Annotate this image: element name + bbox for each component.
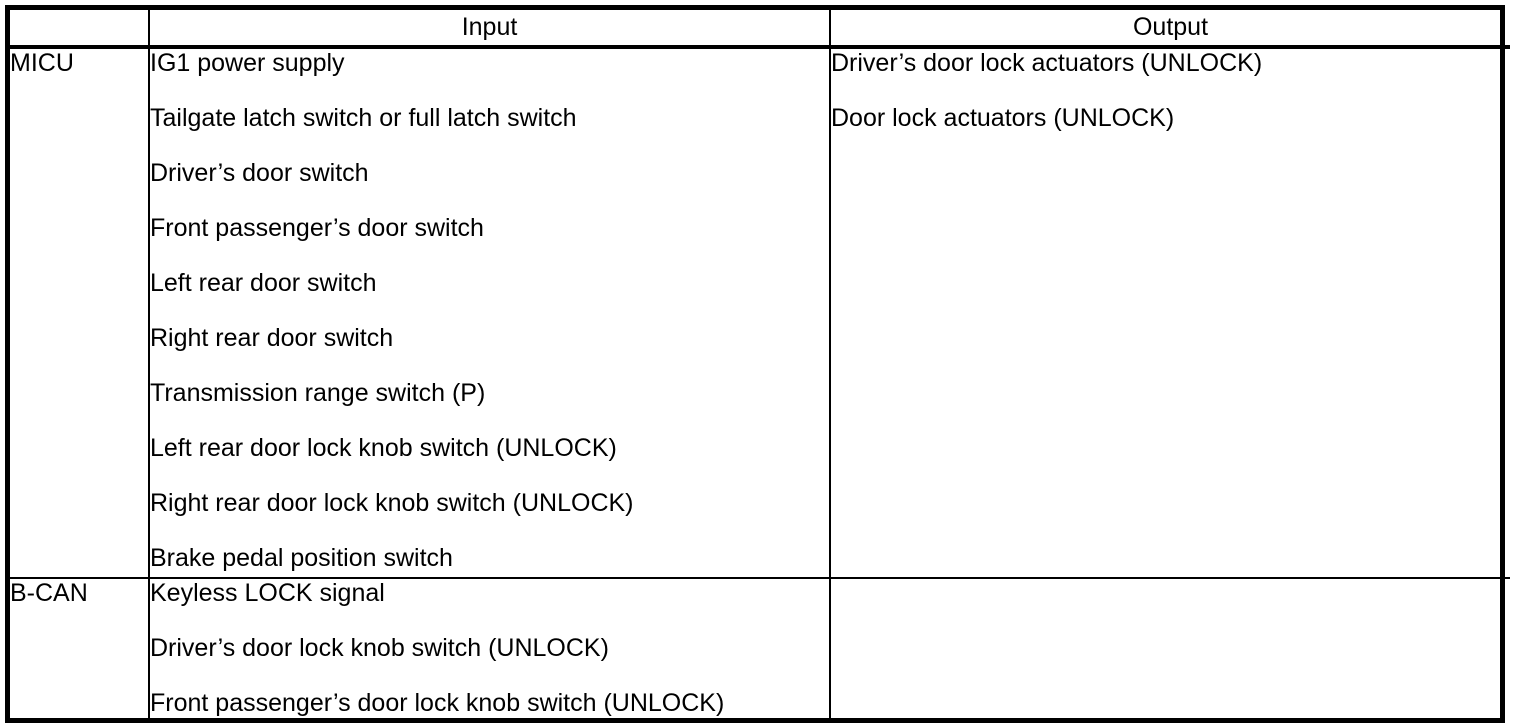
- output-list-bcan: [829, 576, 1510, 718]
- list-item: Driver’s door switch: [150, 159, 369, 187]
- list-item: Keyless LOCK signal: [150, 578, 385, 607]
- table-header: Input Output: [10, 10, 1510, 49]
- input-list-bcan: Keyless LOCK signal Driver’s door lock k…: [148, 576, 830, 718]
- list-item: Left rear door lock knob switch (UNLOCK): [150, 434, 617, 462]
- list-item: Right rear door switch: [150, 324, 394, 352]
- table-header-row: Input Output: [10, 10, 1510, 49]
- list-item: Left rear door switch: [150, 269, 377, 297]
- header-output: Output: [829, 10, 1510, 49]
- list-item: Driver’s door lock knob switch (UNLOCK): [150, 633, 609, 662]
- list-item: Right rear door lock knob switch (UNLOCK…: [150, 489, 634, 517]
- list-item: Transmission range switch (P): [150, 379, 486, 407]
- table-body: MICU IG1 power supply Tailgate latch swi…: [10, 47, 1510, 718]
- list-item: IG1 power supply: [150, 49, 345, 77]
- input-output-table: Input Output MICU IG1 power supply Tailg…: [10, 10, 1510, 718]
- unit-label-bcan: B-CAN: [10, 576, 149, 718]
- input-list-micu: IG1 power supply Tailgate latch switch o…: [148, 47, 830, 578]
- header-unit: [10, 10, 149, 49]
- list-item: Tailgate latch switch or full latch swit…: [150, 104, 577, 132]
- header-input: Input: [148, 10, 830, 49]
- list-item: Front passenger’s door switch: [150, 214, 484, 242]
- list-item: Driver’s door lock actuators (UNLOCK): [831, 49, 1263, 77]
- output-list-micu: Driver’s door lock actuators (UNLOCK) Do…: [829, 47, 1510, 578]
- list-item: Brake pedal position switch: [150, 544, 453, 572]
- unit-label-micu: MICU: [10, 49, 74, 77]
- list-item: Front passenger’s door lock knob switch …: [150, 688, 725, 717]
- list-item: Door lock actuators (UNLOCK): [831, 104, 1175, 132]
- io-table-container: Input Output MICU IG1 power supply Tailg…: [5, 5, 1510, 723]
- table-row: MICU IG1 power supply Tailgate latch swi…: [10, 47, 1510, 578]
- table-row: B-CAN Keyless LOCK signal Driver’s door …: [10, 576, 1510, 718]
